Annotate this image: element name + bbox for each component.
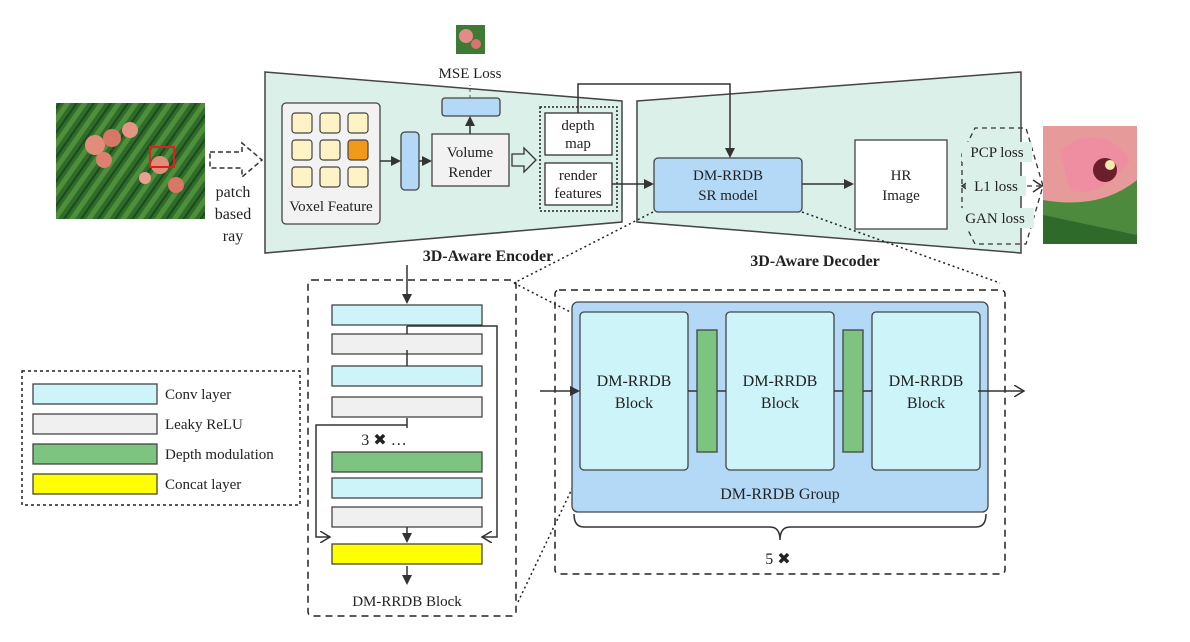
block-zoom-bottom bbox=[517, 471, 581, 603]
render-word-label: render bbox=[559, 168, 597, 184]
block-layer-conv bbox=[331, 304, 483, 326]
legend-swatch bbox=[32, 383, 158, 405]
legend-swatch bbox=[32, 413, 158, 435]
block-layer-concat bbox=[331, 543, 483, 565]
hr-label: HR bbox=[891, 168, 912, 184]
voxel-cell bbox=[347, 112, 369, 134]
depth-map-box bbox=[544, 112, 613, 156]
voxel-feature-label: Voxel Feature bbox=[289, 199, 373, 215]
decoder-title: 3D-Aware Decoder bbox=[750, 253, 880, 270]
mse-loss-label: MSE Loss bbox=[439, 66, 502, 82]
render-outputs-frame bbox=[539, 106, 618, 212]
patch-highlight bbox=[149, 146, 175, 168]
group-depth-modulation bbox=[696, 329, 718, 453]
depth-label: depth bbox=[561, 118, 595, 134]
pcp-loss-label: PCP loss bbox=[970, 145, 1023, 161]
legend-swatch bbox=[32, 443, 158, 465]
group-dm-rrdb-block bbox=[871, 311, 981, 471]
sr-model-label-2: SR model bbox=[698, 188, 758, 204]
volume-label: Volume bbox=[447, 145, 494, 161]
voxel-cell bbox=[319, 139, 341, 161]
block-repeat-label: 3 ✖ … bbox=[361, 432, 406, 449]
group-block-label-2: Block bbox=[761, 395, 799, 412]
group-block-label-1: DM-RRDB bbox=[889, 373, 964, 390]
group-block-label-1: DM-RRDB bbox=[597, 373, 672, 390]
legend-swatch bbox=[32, 473, 158, 495]
block-detail-frame bbox=[307, 279, 517, 617]
l1-loss-label: L1 loss bbox=[974, 179, 1018, 195]
ray-label: ray bbox=[223, 228, 243, 245]
voxel-grid bbox=[291, 112, 369, 188]
legend-label: Conv layer bbox=[165, 387, 231, 403]
loss-hexagon bbox=[961, 127, 1044, 245]
voxel-feature-bar bbox=[400, 131, 420, 191]
skip-connection-inner bbox=[315, 424, 407, 537]
depth-to-sr-arrow bbox=[577, 83, 735, 158]
group-detail-frame bbox=[554, 289, 1006, 575]
block-caption: DM-RRDB Block bbox=[352, 594, 462, 610]
zoom-line-left bbox=[513, 211, 654, 284]
group-depth-modulation bbox=[842, 329, 864, 453]
group-repeat-label: 5 ✖ bbox=[765, 551, 790, 568]
legend-label: Leaky ReLU bbox=[165, 417, 243, 433]
legend-label: Concat layer bbox=[165, 477, 241, 493]
voxel-cell bbox=[291, 139, 313, 161]
render-label: Render bbox=[448, 165, 491, 181]
map-label: map bbox=[565, 136, 591, 152]
skip-connection-outer bbox=[407, 325, 498, 537]
voxel-cell bbox=[291, 166, 313, 188]
render-output-arrow bbox=[511, 146, 537, 174]
encoder-title: 3D-Aware Encoder bbox=[423, 248, 554, 265]
output-photo bbox=[1043, 126, 1137, 244]
voxel-cell bbox=[347, 166, 369, 188]
patch-label: patch bbox=[216, 184, 251, 201]
group-block-label-2: Block bbox=[615, 395, 653, 412]
hr-image-box bbox=[854, 139, 948, 230]
mse-target-thumbnail bbox=[456, 25, 485, 54]
volume-render-box bbox=[431, 133, 510, 187]
zoom-line-right bbox=[801, 211, 1001, 284]
group-dm-rrdb-block bbox=[725, 311, 835, 471]
group-block-label-2: Block bbox=[907, 395, 945, 412]
voxel-cell bbox=[319, 166, 341, 188]
gan-loss-label: GAN loss bbox=[965, 211, 1025, 227]
group-dm-rrdb-block bbox=[579, 311, 689, 471]
based-label: based bbox=[215, 206, 251, 223]
voxel-cell-highlight bbox=[347, 139, 369, 161]
block-layer-depth-mod bbox=[331, 451, 483, 473]
block-zoom-top bbox=[513, 282, 581, 318]
patch-ray-arrow bbox=[209, 141, 264, 179]
sr-model-label-1: DM-RRDB bbox=[693, 168, 763, 184]
legend-frame bbox=[21, 370, 301, 506]
group-brace bbox=[573, 513, 987, 541]
block-layer-conv bbox=[331, 365, 483, 387]
input-photo bbox=[56, 103, 205, 219]
group-block-label-1: DM-RRDB bbox=[743, 373, 818, 390]
sr-model-box bbox=[653, 157, 803, 213]
features-label: features bbox=[554, 186, 602, 202]
legend-label: Depth modulation bbox=[165, 447, 274, 463]
image-label: Image bbox=[882, 188, 920, 204]
group-caption: DM-RRDB Group bbox=[720, 486, 840, 503]
render-features-box bbox=[544, 162, 613, 206]
voxel-cell bbox=[291, 112, 313, 134]
block-layer-conv bbox=[331, 477, 483, 499]
block-layer-leaky bbox=[331, 396, 483, 418]
voxel-cell bbox=[319, 112, 341, 134]
block-layer-leaky bbox=[331, 506, 483, 528]
mse-output-bar bbox=[441, 97, 501, 117]
